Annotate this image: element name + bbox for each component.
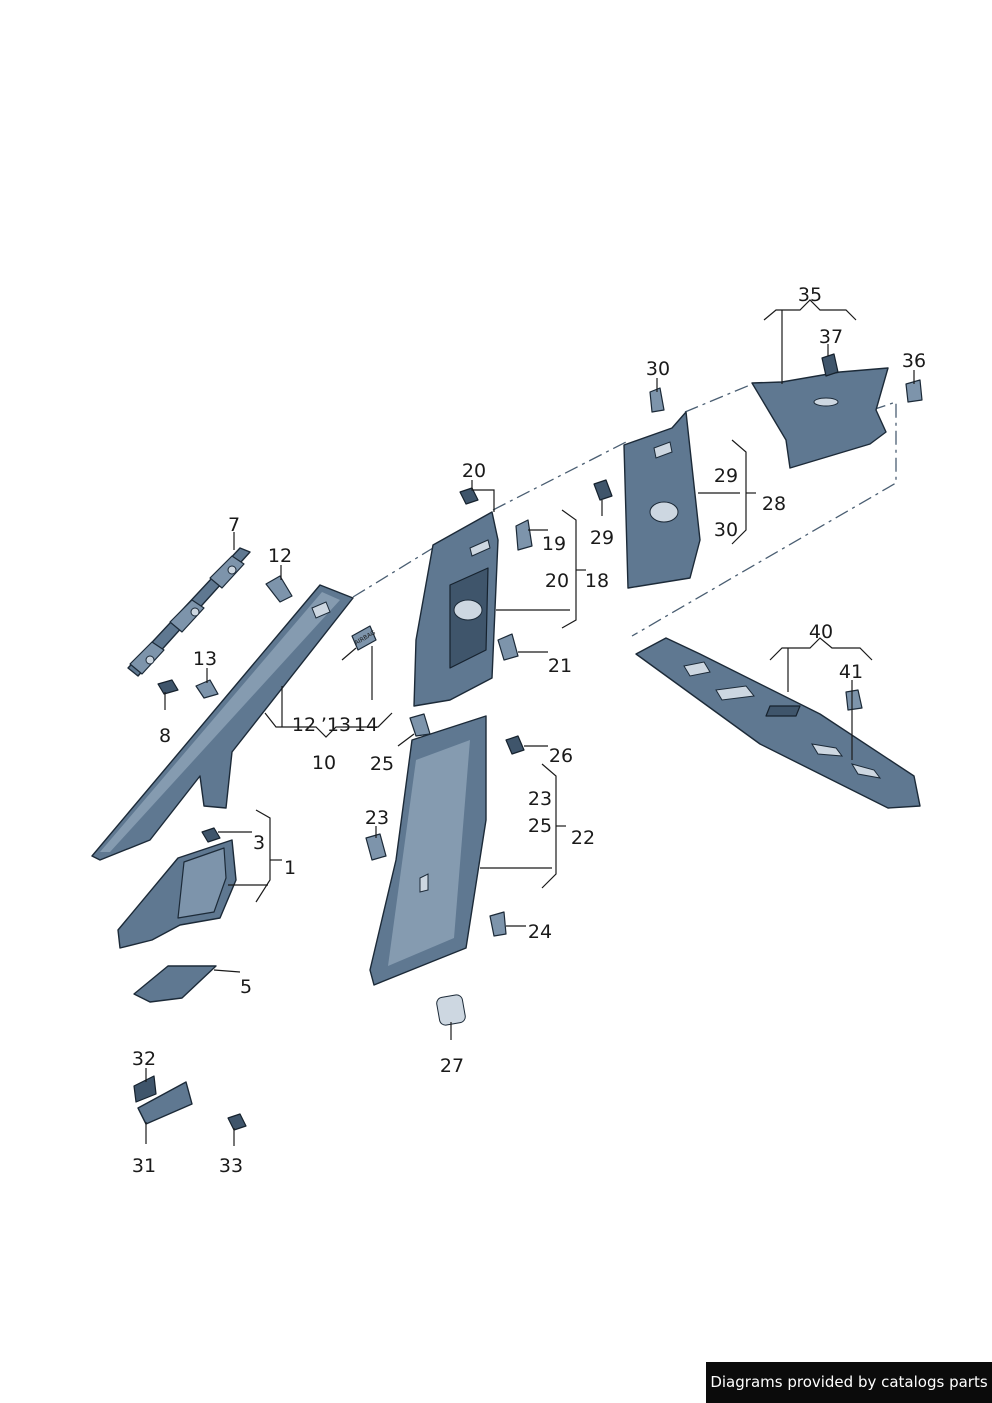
- callout-7: 7: [228, 514, 240, 536]
- callout-26: 26: [549, 745, 573, 767]
- callout-27: 27: [440, 1055, 464, 1077]
- callout-25-top: 25: [370, 753, 394, 775]
- part-21-clip: [497, 633, 519, 661]
- part-24-clip: [489, 911, 507, 937]
- callout-30-top: 30: [646, 358, 670, 380]
- part-36-clip: [905, 379, 923, 403]
- part-27-seal: [436, 994, 466, 1026]
- callout-12-group: 12: [292, 714, 316, 736]
- leader-lines: [145, 299, 915, 1144]
- callout-29-group: 29: [714, 465, 738, 487]
- callout-20-group: 20: [545, 570, 569, 592]
- part-5-cover: [133, 965, 217, 1003]
- assembly-guide-lines: [352, 384, 897, 637]
- callout-19: 19: [542, 533, 566, 555]
- callout-29-left: 29: [590, 527, 614, 549]
- part-12-clip: [265, 575, 293, 603]
- part-8-screw: [157, 679, 179, 710]
- part-31-holder: [137, 1081, 193, 1125]
- callout-13-group: ’13: [321, 714, 351, 736]
- credit-banner: Diagrams provided by catalogs parts: [706, 1362, 992, 1403]
- callout-23: 23: [365, 807, 389, 829]
- part-33-screw: [227, 1113, 247, 1146]
- callout-13: 13: [193, 648, 217, 670]
- callout-37: 37: [819, 326, 843, 348]
- part-28-c-pillar-trim: [623, 411, 701, 589]
- callout-24: 24: [528, 921, 552, 943]
- callout-36: 36: [902, 350, 926, 372]
- callout-25-group: 25: [528, 815, 552, 837]
- part-26-screw: [505, 735, 525, 755]
- part-13-clip: [195, 679, 219, 699]
- callout-14: 14: [354, 714, 378, 736]
- callout-21: 21: [548, 655, 572, 677]
- callout-40: 40: [809, 621, 833, 643]
- callout-32: 32: [132, 1048, 156, 1070]
- callout-10: 10: [312, 752, 336, 774]
- part-19-clip: [515, 519, 533, 551]
- callout-18: 18: [585, 570, 609, 592]
- callout-35: 35: [798, 284, 822, 306]
- part-10-a-pillar-trim: [91, 584, 354, 861]
- part-7-bracket-strip: [127, 547, 251, 677]
- part-40-rail-trim: [635, 637, 921, 809]
- callout-labels: 7 12 13 8 12 ’13 14 10 3 1 5 32 31 33 20…: [132, 284, 926, 1177]
- callout-30-group: 30: [714, 519, 738, 541]
- callout-8: 8: [159, 725, 171, 747]
- part-20-screw: [459, 487, 479, 505]
- callout-33: 33: [219, 1155, 243, 1177]
- part-32-pad: [133, 1075, 157, 1103]
- callout-41: 41: [839, 661, 863, 683]
- part-18-b-pillar-upper-trim: [413, 511, 499, 707]
- callout-28: 28: [762, 493, 786, 515]
- part-35-d-pillar-trim: [751, 367, 889, 469]
- callout-1: 1: [284, 857, 296, 879]
- part-3-screw: [201, 827, 221, 843]
- part-22-b-pillar-lower-trim: [369, 715, 487, 986]
- part-41-clip: [845, 689, 863, 711]
- callout-20-top: 20: [462, 460, 486, 482]
- callout-31: 31: [132, 1155, 156, 1177]
- callout-22: 22: [571, 827, 595, 849]
- callout-5: 5: [240, 976, 252, 998]
- part-23-clip: [365, 833, 387, 861]
- part-14-airbag-tag: AIRBAG: [341, 625, 377, 661]
- callout-3: 3: [253, 832, 265, 854]
- part-1-lower-trim: [117, 839, 237, 949]
- callout-12: 12: [268, 545, 292, 567]
- part-37-clip: [821, 353, 839, 377]
- part-25-clip: [409, 713, 431, 737]
- part-29-clip: [593, 479, 613, 501]
- callout-23-group: 23: [528, 788, 552, 810]
